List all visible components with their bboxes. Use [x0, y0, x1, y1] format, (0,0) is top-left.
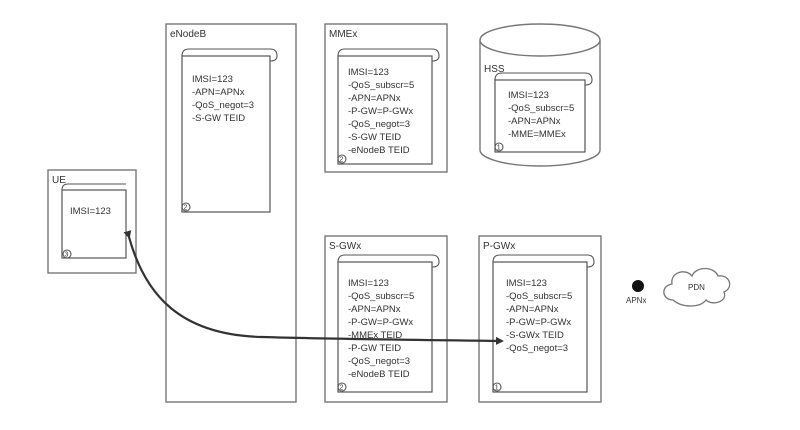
hss-node: HSS 1 IMSI=123 -QoS_subscr=5 -APN=APNx -…: [479, 23, 601, 167]
hss-entry: IMSI=123: [508, 90, 549, 101]
pgw-entry: -P-GW=P-GWx: [506, 317, 571, 328]
sgw-title: S-GWx: [329, 241, 361, 252]
hss-entry: -MME=MMEx: [508, 129, 566, 140]
pgw-node: P-GWx 1 IMSI=123 -QoS_subscr=5 -APN=APNx…: [478, 235, 602, 403]
pgw-title: P-GWx: [483, 241, 515, 252]
ue-title: UE: [52, 175, 66, 186]
pgw-scroll: 1 IMSI=123 -QoS_subscr=5 -APN=APNx -P-GW…: [492, 254, 595, 393]
apn-point: APNx: [626, 280, 646, 305]
pgw-entry: -QoS_negot=3: [506, 343, 568, 354]
apn-label: APNx: [626, 296, 646, 305]
pgw-entry: -S-GWx TEID: [506, 330, 564, 341]
hss-curl-number: 1: [497, 145, 501, 152]
sgw-entry: -P-GW=P-GWx: [348, 317, 413, 328]
sgw-node: S-GWx 2 IMSI=123 -QoS_subscr=5 -APN=APNx…: [324, 235, 448, 403]
enodeb-entry: -APN=APNx: [192, 87, 245, 98]
sgw-entry: -eNodeB TEID: [348, 369, 410, 380]
enodeb-scroll: 2 IMSI=123 -APN=APNx -QoS_negot=3 -S-GW …: [181, 48, 278, 213]
mme-entry: -QoS_subscr=5: [348, 80, 414, 91]
mme-entry: -QoS_negot=3: [348, 119, 410, 130]
mme-title: MMEx: [329, 29, 357, 40]
enodeb-curl-number: 2: [184, 205, 188, 212]
pgw-curl-number: 1: [495, 385, 499, 392]
ue-scroll: 3 IMSI=123: [61, 183, 127, 259]
sgw-entry: -QoS_subscr=5: [348, 291, 414, 302]
mme-entry: -APN=APNx: [348, 93, 401, 104]
sgw-entry: -QoS_negot=3: [348, 356, 410, 367]
enodeb-entry: -QoS_negot=3: [192, 100, 254, 111]
hss-entry: -QoS_subscr=5: [508, 103, 574, 114]
pdn-cloud: PDN: [663, 267, 731, 307]
enodeb-entry: IMSI=123: [192, 74, 233, 85]
mme-entry: -eNodeB TEID: [348, 145, 410, 156]
ue-pgw-connection-arrow: [123, 230, 504, 345]
ue-curl-number: 3: [65, 252, 69, 259]
hss-cylinder-top: [479, 23, 601, 57]
pgw-entry: -APN=APNx: [506, 304, 559, 315]
hss-title: HSS: [484, 64, 505, 75]
cloud-shape: [663, 267, 731, 307]
enodeb-entry: -S-GW TEID: [192, 113, 245, 124]
hss-scroll: 1 IMSI=123 -QoS_subscr=5 -APN=APNx -MME=…: [494, 72, 593, 153]
sgw-entry: -APN=APNx: [348, 304, 401, 315]
enodeb-node: eNodeB 2 IMSI=123 -APN=APNx -QoS_negot=3…: [165, 23, 297, 403]
apn-dot: [632, 280, 644, 292]
mme-entry: -S-GW TEID: [348, 132, 401, 143]
ue-node: UE 3 IMSI=123: [47, 169, 137, 274]
mme-node: MMEx 2 IMSI=123 -QoS_subscr=5 -APN=APNx …: [324, 23, 448, 173]
ue-entry: IMSI=123: [70, 206, 111, 217]
mme-curl-number: 2: [340, 157, 344, 164]
sgw-entry: -P-GW TEID: [348, 343, 401, 354]
sgw-curl-number: 2: [340, 385, 344, 392]
pgw-entry: -QoS_subscr=5: [506, 291, 572, 302]
hss-entry: -APN=APNx: [508, 116, 561, 127]
enodeb-title: eNodeB: [170, 29, 206, 40]
mme-scroll: 2 IMSI=123 -QoS_subscr=5 -APN=APNx -P-GW…: [337, 48, 440, 165]
mme-entry: IMSI=123: [348, 67, 389, 78]
mme-entry: -P-GW=P-GWx: [348, 106, 413, 117]
pdn-label: PDN: [688, 283, 705, 292]
sgw-scroll: 2 IMSI=123 -QoS_subscr=5 -APN=APNx -P-GW…: [337, 254, 440, 393]
sgw-entry: IMSI=123: [348, 278, 389, 289]
pgw-entry: IMSI=123: [506, 278, 547, 289]
